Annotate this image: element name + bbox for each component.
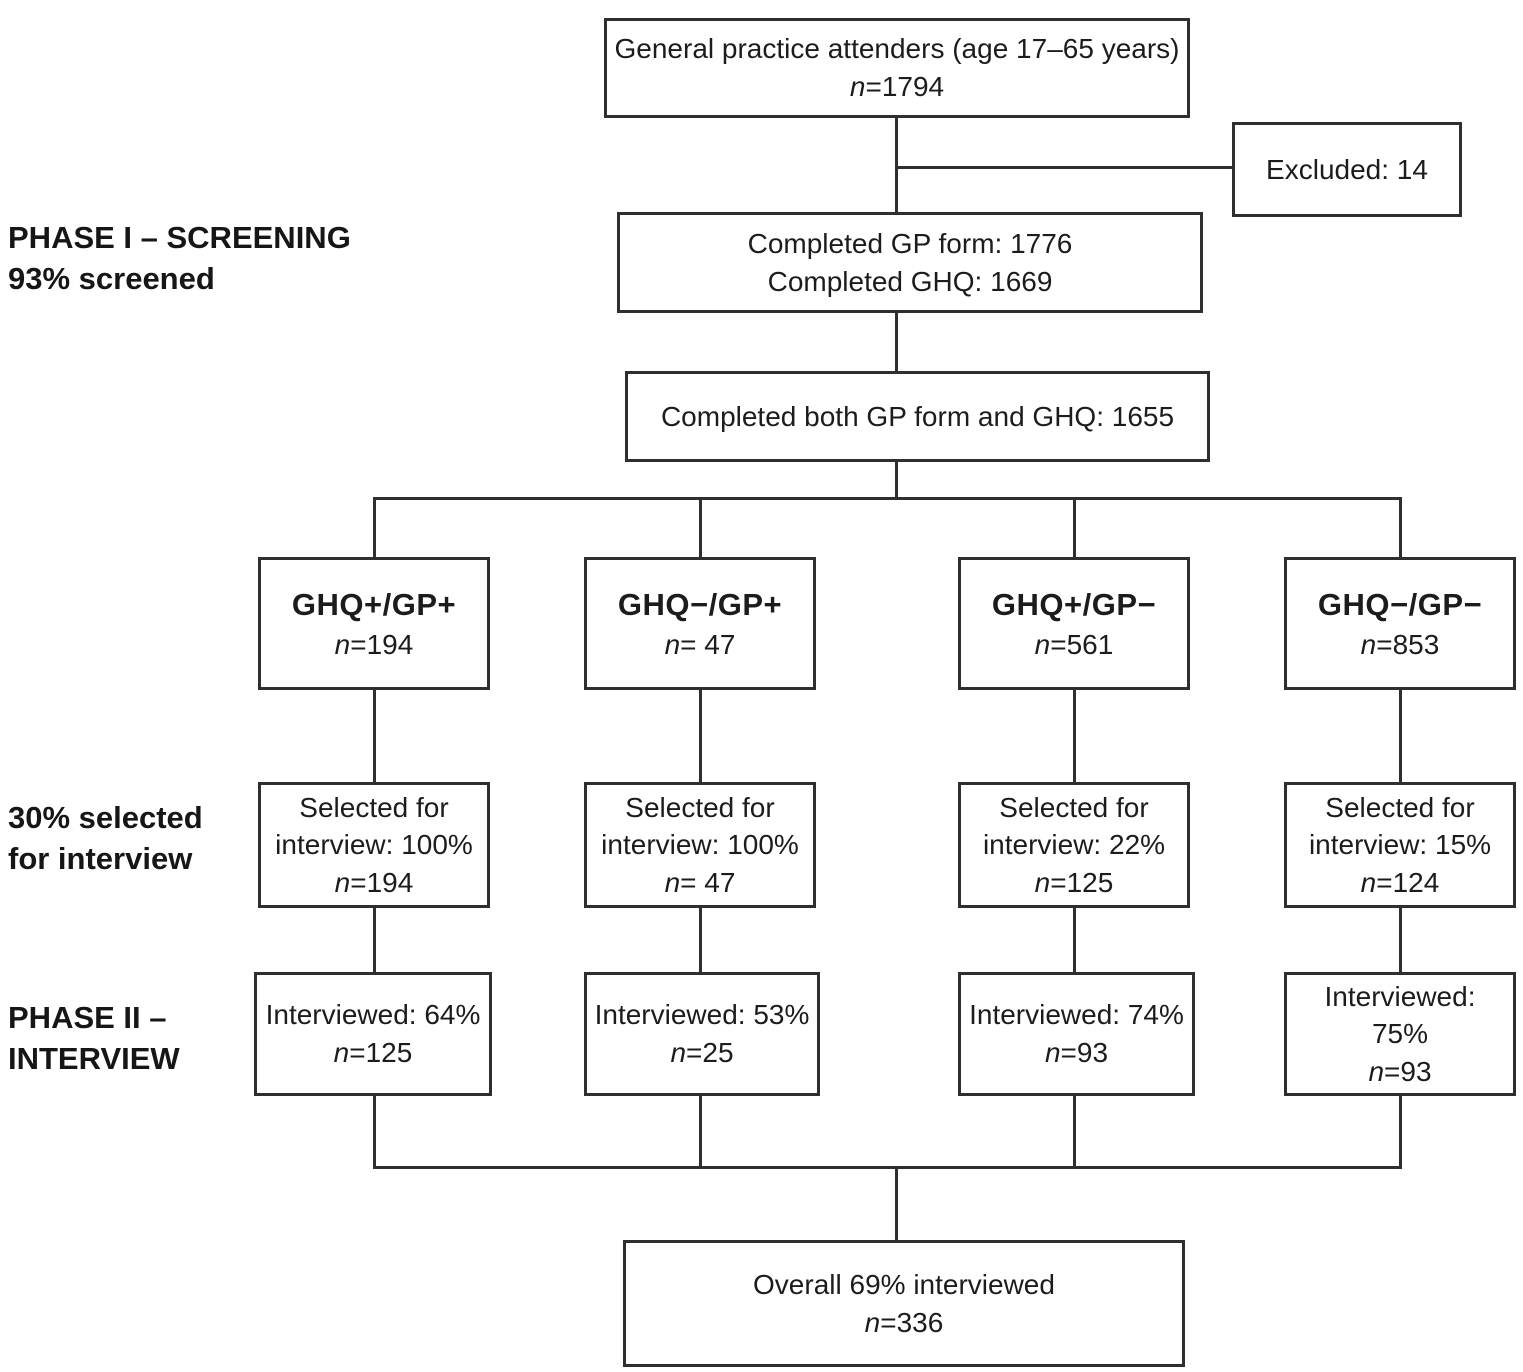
- interviewed-4-n: n=93: [1368, 1055, 1432, 1087]
- selected-box-1: Selected for interview: 100% n=194: [258, 782, 490, 908]
- selected-3-line1: Selected for: [999, 791, 1149, 823]
- excluded-text: Excluded: 14: [1266, 153, 1428, 185]
- completed-both-text: Completed both GP form and GHQ: 1655: [660, 400, 1175, 432]
- interviewed-box-4: Interviewed: 75% n=93: [1284, 972, 1516, 1096]
- completed-forms-box: Completed GP form: 1776 Completed GHQ: 1…: [617, 212, 1203, 313]
- connector-forms-to-both: [895, 312, 898, 372]
- interviewed-2-n: n=25: [670, 1037, 734, 1068]
- selected-2-n: n= 47: [664, 866, 736, 898]
- selected-box-3: Selected for interview: 22% n=125: [958, 782, 1190, 908]
- connector-interviewed-collect-4: [1399, 1095, 1402, 1169]
- connector-group-selected-1: [373, 689, 376, 783]
- selected-box-4: Selected for interview: 15% n=124: [1284, 782, 1516, 908]
- selected-1-line1: Selected for: [299, 791, 449, 823]
- connector-group-selected-2: [699, 689, 702, 783]
- group-n-1: n=194: [334, 628, 414, 660]
- selected-1-line2: interview: 100%: [275, 829, 473, 861]
- connector-selected-interviewed-1: [373, 907, 376, 973]
- selected-2-line1: Selected for: [625, 791, 775, 823]
- connector-to-excluded: [896, 166, 1233, 169]
- connector-interviewed-collect-2: [699, 1095, 702, 1169]
- phase1-label: PHASE I – SCREENING 93% screened: [8, 218, 351, 300]
- interviewed-1-line1: Interviewed: 64%: [265, 999, 481, 1031]
- interviewed-1-n: n=125: [333, 1037, 413, 1068]
- selected-label-line1: 30% selected: [8, 800, 203, 835]
- attenders-n: n=1794: [849, 71, 945, 102]
- phase1-label-line1: PHASE I – SCREENING: [8, 220, 351, 255]
- completed-gp-form-text: Completed GP form: 1776: [747, 227, 1073, 259]
- interviewed-4-line1: Interviewed: 75%: [1324, 980, 1476, 1050]
- branch-drop-4: [1399, 497, 1402, 558]
- selected-box-2: Selected for interview: 100% n= 47: [584, 782, 816, 908]
- connector-group-selected-4: [1399, 689, 1402, 783]
- selected-4-line1: Selected for: [1325, 791, 1475, 823]
- selected-for-interview-label: 30% selected for interview: [8, 798, 203, 880]
- interviewed-3-n: n=93: [1044, 1037, 1109, 1068]
- group-box-4: GHQ−/GP− n=853: [1284, 557, 1516, 690]
- selected-4-line2: interview: 15%: [1308, 829, 1492, 861]
- connector-interviewed-collect-3: [1073, 1095, 1076, 1169]
- connector-attenders-to-forms: [895, 117, 898, 213]
- connector-selected-interviewed-4: [1399, 907, 1402, 973]
- group-n-2: n= 47: [664, 628, 736, 660]
- interviewed-box-2: Interviewed: 53% n=25: [584, 972, 820, 1096]
- attenders-box: General practice attenders (age 17–65 ye…: [604, 18, 1190, 118]
- phase2-label-line1: PHASE II –: [8, 1000, 167, 1035]
- connector-selected-interviewed-3: [1073, 907, 1076, 973]
- connector-group-selected-3: [1073, 689, 1076, 783]
- group-box-3: GHQ+/GP− n=561: [958, 557, 1190, 690]
- completed-ghq-text: Completed GHQ: 1669: [767, 265, 1053, 297]
- interviewed-box-1: Interviewed: 64% n=125: [254, 972, 492, 1096]
- branch-drop-2: [699, 497, 702, 558]
- group-box-2: GHQ−/GP+ n= 47: [584, 557, 816, 690]
- overall-text: Overall 69% interviewed: [753, 1268, 1055, 1300]
- group-n-3: n=561: [1034, 628, 1114, 660]
- phase1-label-line2: 93% screened: [8, 260, 215, 296]
- branch-drop-1: [373, 497, 376, 558]
- selected-label-line2: for interview: [8, 840, 193, 876]
- group-title-4: GHQ−/GP−: [1317, 586, 1483, 622]
- attenders-text: General practice attenders (age 17–65 ye…: [614, 33, 1180, 65]
- interviewed-3-line1: Interviewed: 74%: [969, 999, 1184, 1031]
- branch-drop-3: [1073, 497, 1076, 558]
- interviewed-box-3: Interviewed: 74% n=93: [958, 972, 1195, 1096]
- group-n-4: n=853: [1360, 628, 1440, 660]
- collection-line-bottom: [373, 1166, 1402, 1169]
- connector-both-to-branch: [895, 461, 898, 500]
- connector-interviewed-collect-1: [373, 1095, 376, 1169]
- interviewed-2-line1: Interviewed: 53%: [594, 999, 810, 1031]
- connector-collect-to-overall: [895, 1166, 898, 1242]
- phase2-label: PHASE II – INTERVIEW: [8, 998, 180, 1080]
- group-title-1: GHQ+/GP+: [291, 586, 457, 622]
- completed-both-box: Completed both GP form and GHQ: 1655: [625, 371, 1210, 462]
- connector-selected-interviewed-2: [699, 907, 702, 973]
- group-title-2: GHQ−/GP+: [617, 586, 783, 622]
- selected-3-line2: interview: 22%: [982, 829, 1166, 861]
- branch-line-top: [373, 497, 1402, 500]
- selected-3-n: n=125: [1034, 866, 1114, 898]
- group-box-1: GHQ+/GP+ n=194: [258, 557, 490, 690]
- excluded-box: Excluded: 14: [1232, 122, 1462, 217]
- overall-n: n=336: [864, 1306, 944, 1338]
- selected-2-line2: interview: 100%: [601, 829, 799, 861]
- selected-1-n: n=194: [334, 866, 414, 898]
- phase2-label-line2: INTERVIEW: [8, 1040, 180, 1076]
- group-title-3: GHQ+/GP−: [991, 586, 1157, 622]
- selected-4-n: n=124: [1360, 866, 1440, 898]
- overall-box: Overall 69% interviewed n=336: [623, 1240, 1185, 1367]
